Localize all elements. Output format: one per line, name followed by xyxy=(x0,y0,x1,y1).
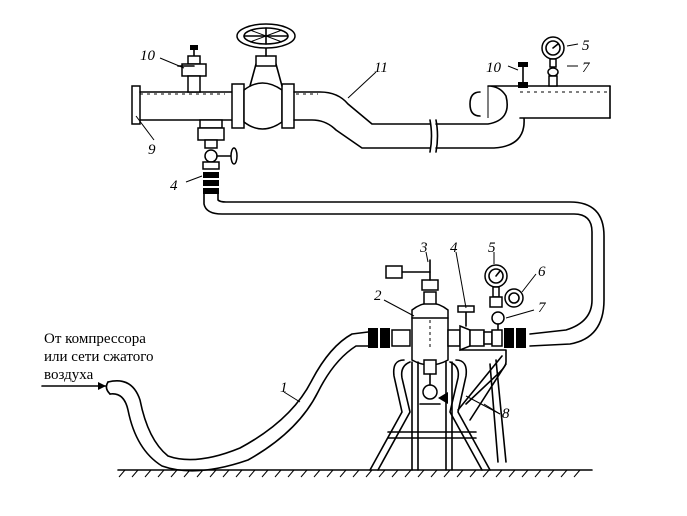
callout-10-top-right: 10 xyxy=(486,60,502,76)
air-inlet-arrow xyxy=(41,382,107,390)
callout-2: 2 xyxy=(374,288,382,304)
source-caption-line-2: или сети сжатого xyxy=(44,349,154,365)
left-drop-fitting xyxy=(197,119,238,194)
gate-valve-body xyxy=(243,82,283,130)
upper-hose xyxy=(203,193,605,347)
blind-flange xyxy=(131,85,141,125)
callout-1: 1 xyxy=(280,380,288,396)
callout-5-bottom: 5 xyxy=(488,240,496,256)
top-right-fittings xyxy=(518,36,565,88)
callout-8: 8 xyxy=(502,406,510,422)
callout-9: 9 xyxy=(148,142,156,158)
pressure-gauge-icon xyxy=(541,36,565,60)
outlet-fittings xyxy=(447,264,526,352)
callout-11: 11 xyxy=(374,60,388,76)
callout-6: 6 xyxy=(538,264,546,280)
supply-hose xyxy=(105,331,369,472)
valve-handwheel-icon xyxy=(236,23,296,49)
support-stand xyxy=(369,349,507,471)
callout-10-top-left: 10 xyxy=(140,48,156,64)
callout-4-bottom: 4 xyxy=(450,240,458,256)
leader-lines xyxy=(135,43,579,415)
pressure-gauge-icon xyxy=(484,264,508,288)
source-caption: От компрессора или сети сжатого воздуха xyxy=(44,331,154,383)
source-caption-line-3: воздуха xyxy=(44,367,94,383)
callout-4-top: 4 xyxy=(170,178,178,194)
top-left-valve xyxy=(177,45,207,93)
main-pipeline xyxy=(131,23,611,153)
callout-5-top: 5 xyxy=(582,38,590,54)
callout-7-top: 7 xyxy=(582,60,591,76)
source-caption-line-1: От компрессора xyxy=(44,331,146,347)
pressure-gauge-icon xyxy=(504,288,524,308)
weight-icon xyxy=(385,265,403,279)
callout-7-bottom: 7 xyxy=(538,300,547,316)
filter-separator xyxy=(368,259,449,405)
callout-3: 3 xyxy=(419,240,428,256)
callout-labels: 10 11 9 4 10 5 7 3 4 5 6 2 7 1 8 xyxy=(140,38,591,422)
